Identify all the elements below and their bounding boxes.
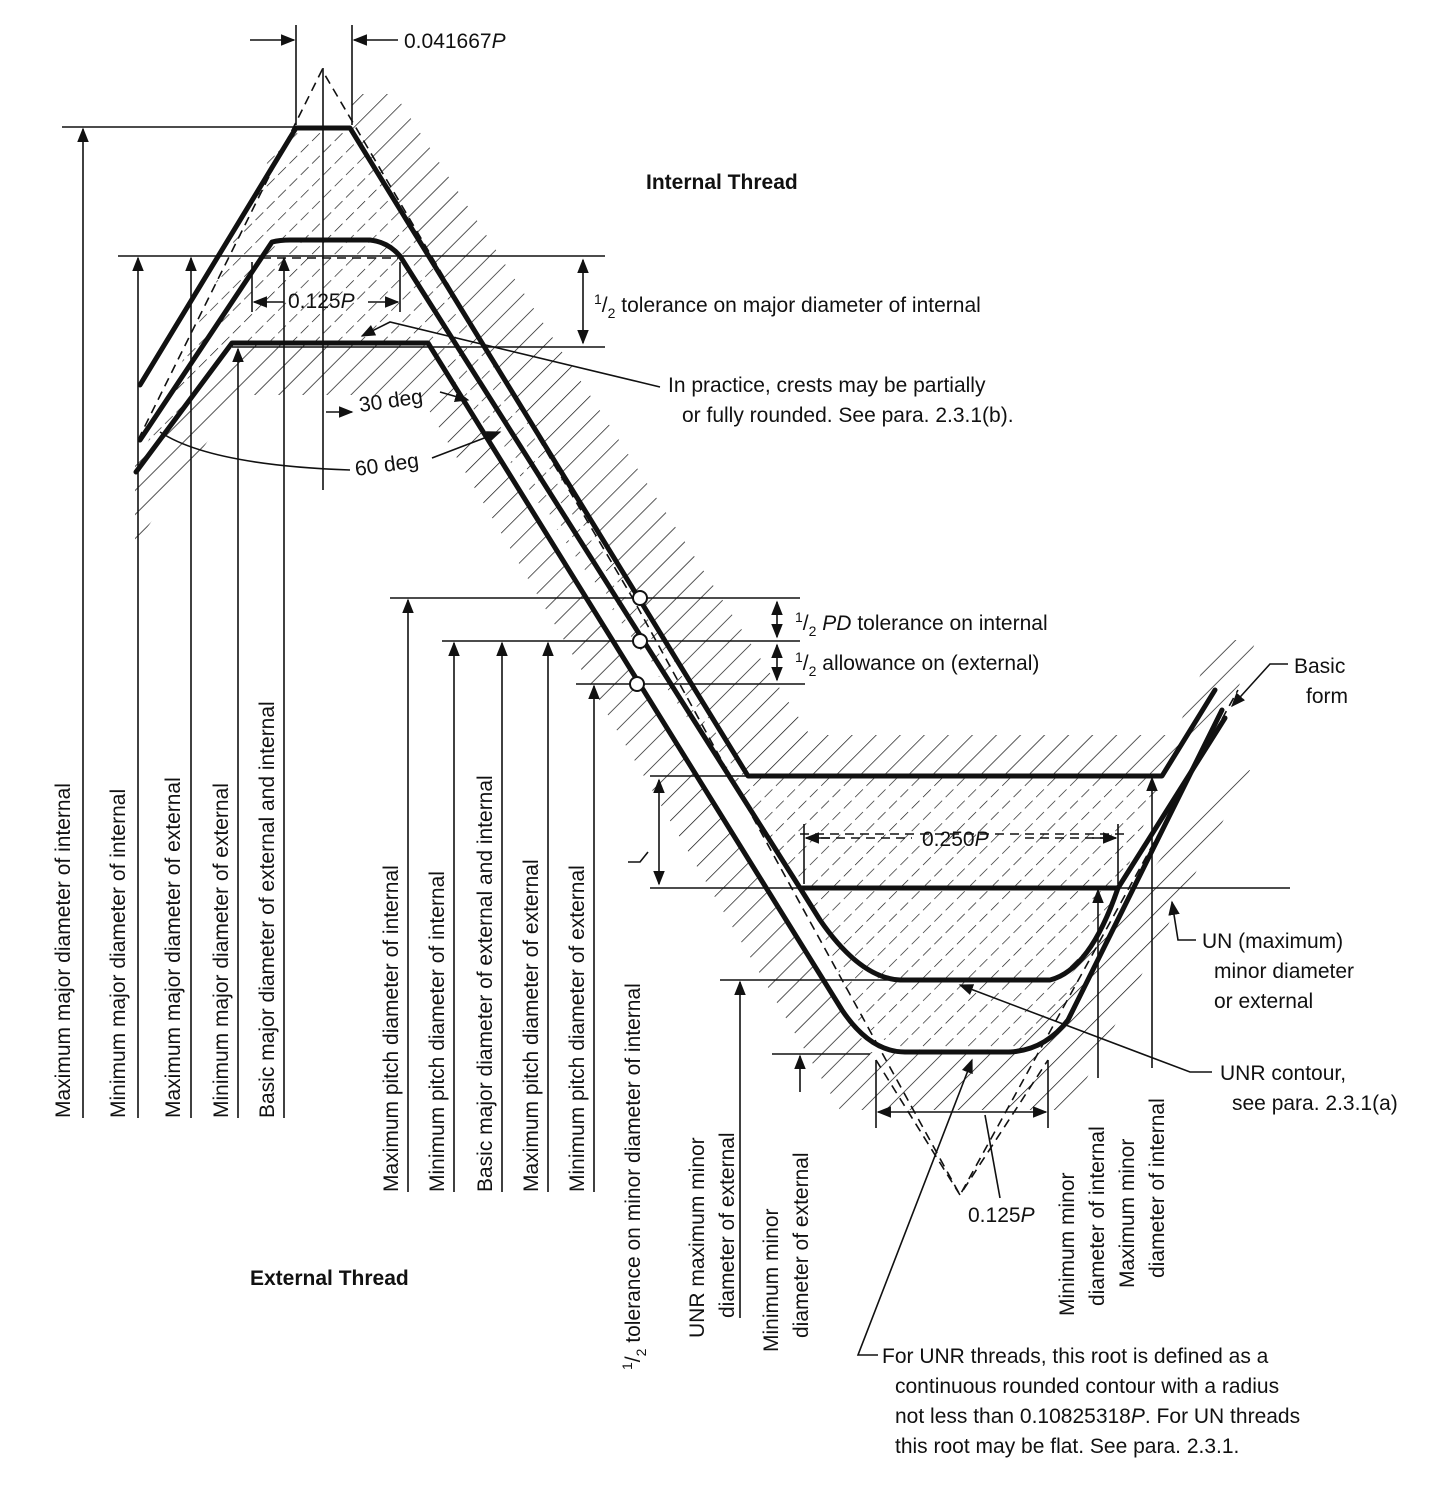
vlabel-max-major-internal: Maximum major diameter of internal — [52, 783, 75, 1118]
tol-minor-leader — [628, 851, 649, 863]
internal-thread-title: Internal Thread — [646, 171, 798, 194]
pitch-point-3 — [629, 676, 645, 692]
basic-form-leader — [1231, 663, 1288, 708]
root-width-label: 0.250P — [922, 828, 989, 851]
unr-contour-leader — [958, 984, 1212, 1073]
un-minor-label-3: or external — [1214, 990, 1313, 1013]
basic-form-label-1: Basic — [1294, 655, 1345, 678]
vlabel-max-minor-int-1: Maximum minor — [1116, 1139, 1139, 1288]
vlabel-max-pitch-internal: Maximum pitch diameter of internal — [380, 865, 403, 1192]
vlabel-unr-max-minor-1: UNR maximum minor — [686, 1137, 709, 1338]
un-minor-label-1: UN (maximum) — [1202, 930, 1343, 953]
vlabel-tol-minor-internal: 1/2 tolerance on minor diameter of inter… — [619, 983, 649, 1370]
crest-note-leader — [360, 321, 661, 388]
un-minor-leader — [1168, 900, 1196, 941]
vlabel-min-major-external: Minimum major diameter of external — [210, 783, 233, 1118]
angle60-leader — [431, 431, 502, 459]
external-root-right — [1115, 715, 1228, 891]
vlabel-basic-major: Basic major diameter of external and int… — [256, 701, 279, 1118]
internal-thread-line — [137, 125, 1218, 779]
angle30-leader — [439, 390, 470, 402]
pitch-point-2 — [632, 633, 648, 649]
crest-note-1: In practice, crests may be partially — [668, 374, 986, 397]
unr-root-note-1: For UNR threads, this root is defined as… — [882, 1345, 1269, 1368]
vlabel-min-minor-int-2: diameter of internal — [1086, 1126, 1109, 1306]
allowance-label: 1/2 allowance on (external) — [795, 649, 1039, 679]
vlabel-min-major-internal: Minimum major diameter of internal — [107, 789, 130, 1118]
pitch-point-1 — [632, 590, 648, 606]
unr-contour-label-1: UNR contour, — [1220, 1062, 1346, 1085]
vlabel-unr-max-minor-2: diameter of external — [716, 1132, 739, 1318]
unr-root-note-leader — [856, 1058, 973, 1356]
vlabel-min-minor-int-1: Minimum minor — [1056, 1172, 1079, 1316]
unr-root-dash-v — [875, 1059, 1049, 1197]
unr-root-note-4: this root may be flat. See para. 2.3.1. — [895, 1435, 1239, 1458]
unr-root-width-label: 0.125P — [968, 1204, 1035, 1227]
root-tolerance-zone — [805, 888, 1120, 1052]
unr-root-note-3: not less than 0.10825318P. For UN thread… — [895, 1405, 1300, 1428]
tol-major-internal-label: 1/2 tolerance on major diameter of inter… — [594, 291, 981, 321]
external-min-line — [133, 340, 1225, 1055]
vlabel-min-pitch-internal: Minimum pitch diameter of internal — [426, 871, 449, 1192]
vlabel-max-minor-int-2: diameter of internal — [1146, 1098, 1169, 1278]
flat-top-dim-label: 0.041667P — [404, 30, 506, 53]
crest-tolerance-zone — [138, 128, 1162, 888]
crest-note-2: or fully rounded. See para. 2.3.1(b). — [682, 404, 1014, 427]
external-max-line — [137, 237, 1121, 891]
basic-form-label-2: form — [1306, 685, 1348, 708]
unr-root-note-2: continuous rounded contour with a radius — [895, 1375, 1279, 1398]
vlabel-min-minor-ext-1: Minimum minor — [760, 1208, 783, 1352]
basic-form-profile — [137, 68, 1239, 1197]
unr-root-leader — [984, 1114, 1001, 1199]
unr-contour-label-2: see para. 2.3.1(a) — [1232, 1092, 1398, 1115]
pd-tol-label: 1/2 PD tolerance on internal — [795, 609, 1048, 639]
vlabel-min-pitch-external: Minimum pitch diameter of external — [566, 865, 589, 1192]
external-max-root — [797, 885, 1121, 983]
vlabel-min-minor-ext-2: diameter of external — [790, 1152, 813, 1338]
crest-width-label: 0.125P — [288, 290, 355, 313]
vlabel-max-pitch-external: Maximum pitch diameter of external — [520, 859, 543, 1192]
external-thread-title: External Thread — [250, 1267, 409, 1290]
un-minor-label-2: minor diameter — [1214, 960, 1354, 983]
angle60-arc — [159, 431, 351, 471]
vlabel-basic-major-2: Basic major diameter of external and int… — [474, 775, 497, 1192]
vlabel-max-major-external: Maximum major diameter of external — [162, 777, 185, 1118]
angle60-label: 60 deg — [353, 449, 420, 481]
